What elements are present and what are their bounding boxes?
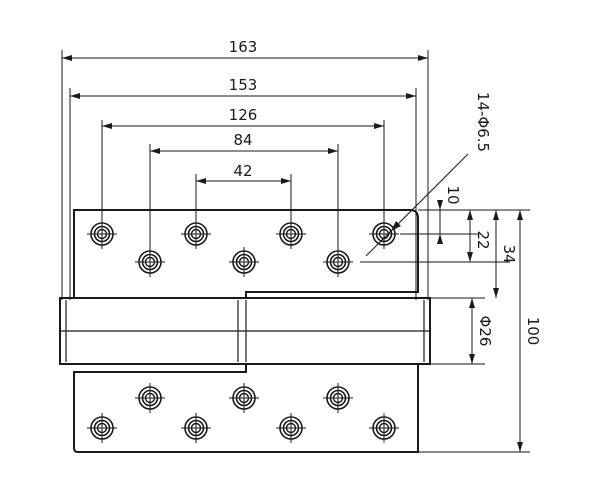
hinge-outline (59, 209, 431, 453)
dimension-lines (61, 50, 530, 453)
dimension-labels: 163 153 126 84 42 14-Φ6.5 10 22 34 Φ26 1… (229, 38, 542, 346)
screw-hole (229, 383, 259, 413)
dim-hole-span-42: 42 (233, 162, 252, 180)
dim-edge-10: 10 (444, 185, 462, 204)
screw-hole (181, 413, 211, 443)
dim-total-height: 100 (524, 317, 542, 346)
dim-hole-span-126: 126 (229, 106, 258, 124)
screw-hole (87, 413, 117, 443)
dim-knuckle-diameter: Φ26 (476, 316, 494, 347)
dim-outer-hole-span: 153 (229, 76, 258, 94)
screw-hole (369, 413, 399, 443)
dim-hole-span-84: 84 (233, 131, 252, 149)
screw-hole (276, 413, 306, 443)
screw-hole (135, 383, 165, 413)
dim-leaf-34: 34 (500, 244, 518, 263)
screw-hole (323, 383, 353, 413)
dim-hole-spec: 14-Φ6.5 (474, 92, 492, 152)
dim-overall-width: 163 (229, 38, 258, 56)
dim-edge-22: 22 (474, 230, 492, 249)
screw-hole (229, 247, 259, 277)
